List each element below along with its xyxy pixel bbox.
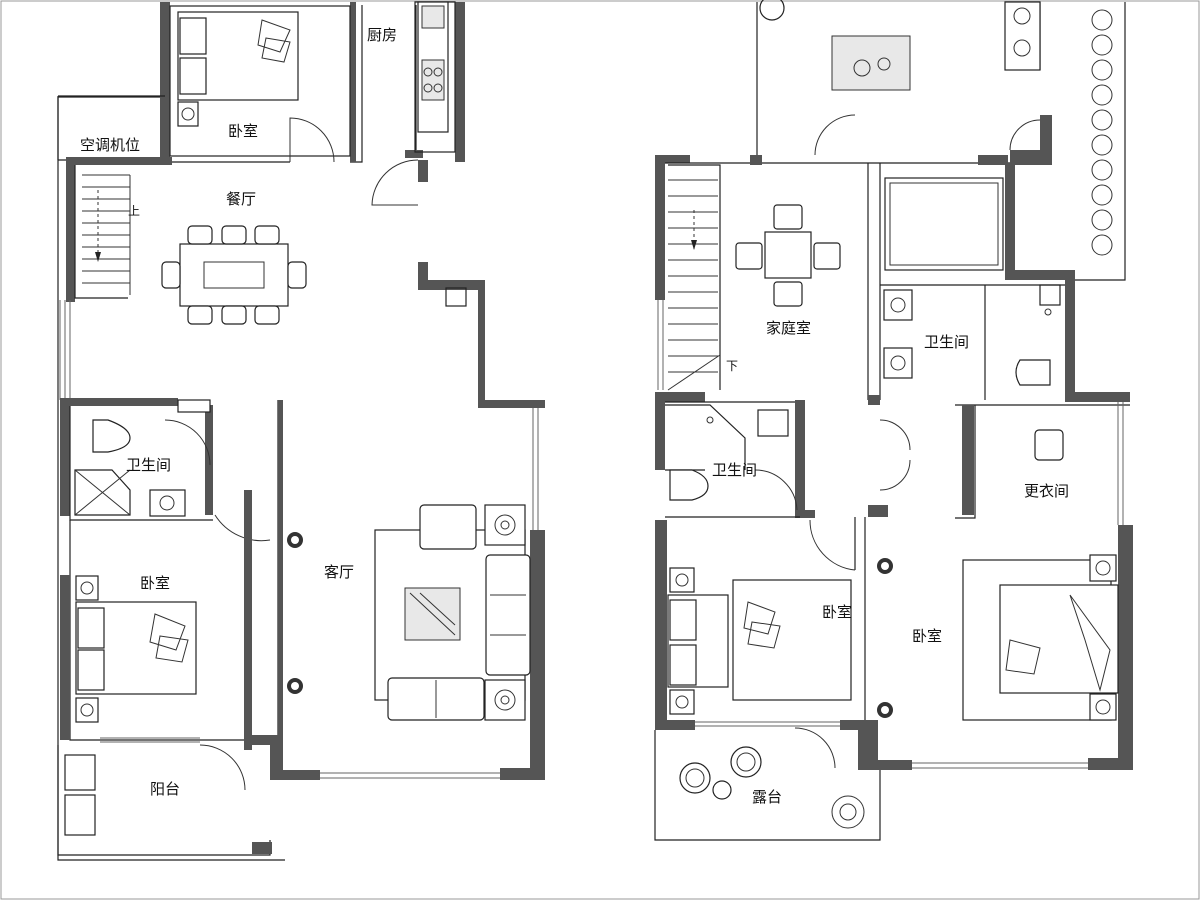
wall-segment xyxy=(418,262,428,290)
washbasin-icon xyxy=(757,409,789,437)
decor-rug-icon xyxy=(831,35,911,91)
wall-segment xyxy=(60,398,178,406)
toilet-icon xyxy=(669,469,709,501)
terrace-chair-icon xyxy=(679,746,762,800)
shower-icon xyxy=(74,469,131,516)
floor2-plan xyxy=(654,0,1133,841)
wall-segment xyxy=(244,490,252,750)
planter-icon xyxy=(1004,1,1041,71)
wall-segment xyxy=(750,155,762,165)
room-label-family-room: 家庭室 xyxy=(766,319,811,337)
wall-segment xyxy=(418,160,428,182)
wall-segment xyxy=(455,2,465,162)
room-label-bedroom: 卧室 xyxy=(228,122,258,140)
hedge-icon xyxy=(1091,9,1113,256)
room-label-ac-unit: 空调机位 xyxy=(80,136,140,154)
toilet-icon xyxy=(1015,359,1051,386)
wall-segment xyxy=(962,405,974,515)
wall-segment xyxy=(60,575,70,740)
side-table-icon xyxy=(484,679,526,721)
room-label-bathroom: 卫生间 xyxy=(126,456,171,474)
bed-icon xyxy=(732,579,852,701)
plant-icon xyxy=(877,702,893,718)
bed-icon xyxy=(999,584,1119,694)
washer-icon xyxy=(64,754,96,791)
nightstand-icon xyxy=(177,101,199,127)
wall-segment xyxy=(278,400,283,760)
wall-segment xyxy=(66,157,172,165)
wall-segment xyxy=(160,2,170,162)
room-label-balcony: 阳台 xyxy=(150,780,180,798)
washbasin-icon xyxy=(149,489,186,517)
wall-segment xyxy=(1010,150,1050,165)
wall-segment xyxy=(655,520,667,730)
sofa-icon xyxy=(485,554,531,676)
wall-segment xyxy=(1118,525,1133,770)
wall-segment xyxy=(868,395,880,405)
room-label-dressing: 更衣间 xyxy=(1024,482,1069,500)
wall-segment xyxy=(66,157,75,302)
wall-segment xyxy=(978,155,1008,165)
stove-icon xyxy=(421,59,445,101)
plant-icon xyxy=(877,558,893,574)
sink-icon xyxy=(421,5,445,29)
room-label-bathroom: 卫生间 xyxy=(712,461,757,479)
wall-segment xyxy=(60,398,70,516)
stairs-label-up: 上 xyxy=(128,204,140,218)
plant-icon xyxy=(287,532,303,548)
washbasin-icon xyxy=(883,347,913,379)
wall-segment xyxy=(530,530,545,780)
stool-icon xyxy=(1034,429,1064,461)
bathtub-icon xyxy=(884,177,1004,271)
washbasin-icon xyxy=(883,289,913,321)
armchair-icon xyxy=(419,504,477,550)
wall-segment xyxy=(252,842,272,854)
wall-segment xyxy=(1005,163,1015,273)
wall-segment xyxy=(795,400,805,515)
stairs-label-down: 下 xyxy=(726,359,738,373)
wall-segment xyxy=(868,505,888,517)
wall-segment xyxy=(795,510,815,518)
plant-icon xyxy=(831,795,865,829)
wall-segment xyxy=(205,405,213,515)
square-table-icon xyxy=(764,231,812,279)
room-label-bathroom: 卫生间 xyxy=(924,333,969,351)
toilet-icon xyxy=(92,419,131,453)
wall-segment xyxy=(350,2,356,162)
floor1-plan xyxy=(57,1,545,861)
room-label-bedroom: 卧室 xyxy=(912,627,942,645)
room-label-terrace: 露台 xyxy=(752,788,782,806)
dining-table-icon xyxy=(179,243,289,307)
side-table-icon xyxy=(484,504,526,546)
room-label-bedroom: 卧室 xyxy=(140,574,170,592)
plant-icon xyxy=(287,678,303,694)
room-label-living: 客厅 xyxy=(324,563,354,581)
room-label-dining: 餐厅 xyxy=(226,190,256,208)
room-label-bedroom: 卧室 xyxy=(822,603,852,621)
room-label-kitchen: 厨房 xyxy=(367,26,397,44)
wall-segment xyxy=(405,150,423,158)
